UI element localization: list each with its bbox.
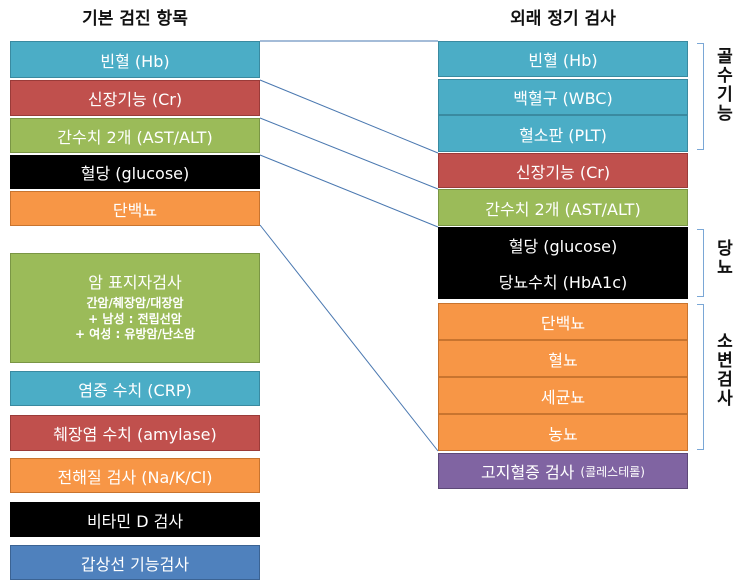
group-label-marrow: 골 수 기 능 [714, 47, 736, 125]
right-item-glucose: 혈당 (glucose) [438, 227, 688, 263]
left-item-anemia: 빈혈 (Hb) [10, 41, 260, 78]
left-item-tumor-markers: 암 표지자검사 간암/췌장암/대장암 + 남성 : 전립선암 + 여성 : 유방… [10, 253, 260, 363]
tumor-markers-line-3: + 여성 : 유방암/난소암 [74, 327, 196, 342]
left-item-liver: 간수치 2개 (AST/ALT) [10, 118, 260, 153]
right-item-liver: 간수치 2개 (AST/ALT) [438, 189, 688, 226]
group-label-urine-char: 검 [717, 370, 733, 391]
connector-glucose [259, 154, 439, 228]
tumor-markers-title: 암 표지자검사 [88, 273, 182, 293]
right-item-wbc: 백혈구 (WBC) [438, 79, 688, 115]
connector-protein [259, 224, 439, 452]
group-label-diabetes-char: 당 [717, 239, 733, 259]
right-item-anemia: 빈혈 (Hb) [438, 41, 688, 77]
right-item-pyuria: 농뇨 [438, 414, 688, 451]
right-item-hba1c: 당뇨수치 (HbA1c) [438, 263, 688, 299]
connector-ast [259, 117, 439, 190]
left-item-electrolyte: 전해질 검사 (Na/K/Cl) [10, 458, 260, 493]
lipid-note: (콜레스테롤) [580, 464, 645, 479]
right-item-hematuria: 혈뇨 [438, 340, 688, 377]
right-item-lipid: 고지혈증 검사 (콜레스테롤) [438, 453, 688, 489]
group-label-urine: 소 변 검 사 [714, 332, 736, 410]
bracket-diabetes [697, 229, 704, 297]
group-label-diabetes: 당 뇨 [714, 239, 736, 279]
group-label-marrow-char: 수 [717, 66, 733, 87]
tumor-markers-line-2: + 남성 : 전립선암 [88, 311, 182, 326]
group-label-urine-char: 변 [717, 351, 733, 372]
group-label-marrow-char: 골 [717, 47, 733, 67]
left-header: 기본 검진 항목 [82, 9, 188, 29]
right-item-bacteriuria: 세균뇨 [438, 377, 688, 414]
group-label-urine-char: 소 [717, 332, 733, 352]
right-header: 외래 정기 검사 [510, 9, 616, 29]
left-item-proteinuria: 단백뇨 [10, 191, 260, 226]
bracket-urine [697, 304, 704, 450]
left-item-crp: 염증 수치 (CRP) [10, 371, 260, 406]
bracket-marrow [697, 43, 704, 150]
right-item-kidney: 신장기능 (Cr) [438, 153, 688, 188]
left-item-vitamin-d: 비타민 D 검사 [10, 502, 260, 537]
right-item-proteinuria: 단백뇨 [438, 303, 688, 340]
left-item-glucose: 혈당 (glucose) [10, 155, 260, 189]
tumor-markers-line-1: 간암/췌장암/대장암 [86, 296, 184, 310]
left-item-thyroid: 갑상선 기능검사 [10, 545, 260, 580]
group-label-marrow-char: 기 [717, 85, 733, 106]
lipid-label: 고지혈증 검사 [481, 463, 575, 482]
group-label-urine-char: 사 [717, 389, 733, 410]
group-label-marrow-char: 능 [717, 104, 733, 125]
connector-cr [259, 79, 439, 154]
group-label-diabetes-char: 뇨 [717, 258, 733, 279]
left-item-amylase: 췌장염 수치 (amylase) [10, 415, 260, 451]
right-item-platelet: 혈소판 (PLT) [438, 115, 688, 152]
left-item-kidney: 신장기능 (Cr) [10, 80, 260, 116]
